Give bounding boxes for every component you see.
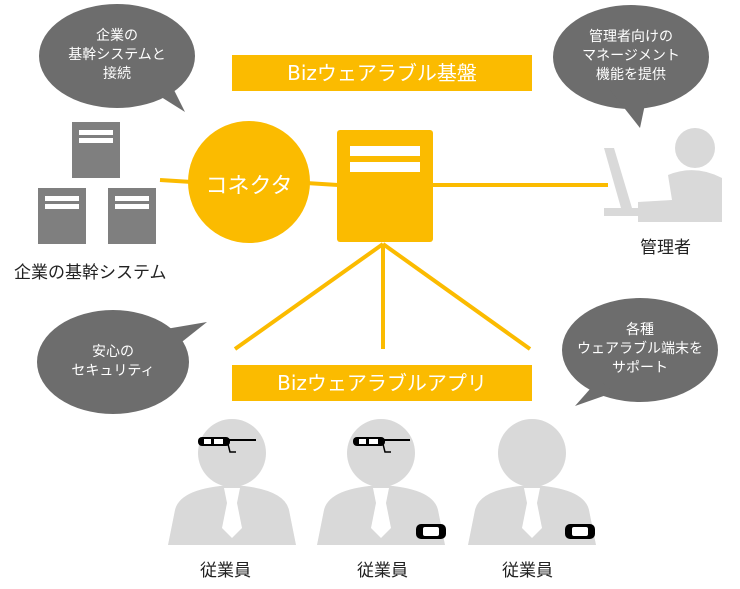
line-systems-connector <box>159 178 193 184</box>
employee-label: 従業員 <box>357 561 408 581</box>
apps-banner: Bizウェアラブルアプリ <box>232 365 532 401</box>
admin-icon <box>604 128 722 222</box>
employee-figure <box>468 419 596 545</box>
server-icon <box>108 188 156 244</box>
core-systems-label: 企業の基幹システム <box>14 263 167 283</box>
employee-figures <box>168 419 596 545</box>
connector-label: コネクタ <box>205 174 293 199</box>
smartwatch-icon <box>565 524 595 539</box>
bubble-admin-functions-text: 管理者向けの マネージメント 機能を提供 <box>582 29 680 83</box>
smartwatch-icon <box>416 524 446 539</box>
employee-label: 従業員 <box>502 561 553 581</box>
platform-banner: Bizウェアラブル基盤 <box>232 55 532 91</box>
bubble-core-connect <box>39 4 195 108</box>
bubble-devices <box>562 298 718 402</box>
bubble-admin-functions <box>553 5 709 109</box>
bubble-core-connect-tail <box>150 78 185 112</box>
employee-label: 従業員 <box>200 561 251 581</box>
admin-label: 管理者 <box>640 238 691 258</box>
server-icon <box>38 188 86 244</box>
smart-glasses-icon <box>353 437 410 453</box>
line-platform-left <box>233 242 385 351</box>
server-icon <box>72 122 120 178</box>
bubble-shapes <box>37 4 718 414</box>
bubble-devices-text: 各種 ウェアラブル端末を サポート <box>577 322 703 376</box>
line-platform-right <box>381 242 532 351</box>
connector-circle <box>188 121 310 243</box>
employee-figure <box>317 419 445 545</box>
bubble-security <box>37 310 189 414</box>
bubble-security-tail <box>160 322 207 345</box>
bubble-security-text: 安心の セキュリティ <box>71 344 155 379</box>
bubble-admin-functions-tail <box>610 90 648 128</box>
employee-figure <box>168 419 296 545</box>
bubble-core-connect-text: 企業の 基幹システムと 接続 <box>68 28 166 82</box>
smart-glasses-icon <box>198 437 256 453</box>
bubble-devices-tail <box>575 380 615 406</box>
server-icon-group <box>38 122 156 244</box>
connection-lines <box>159 178 608 351</box>
platform-server-icon <box>337 130 433 242</box>
line-connector-platform <box>305 181 339 187</box>
